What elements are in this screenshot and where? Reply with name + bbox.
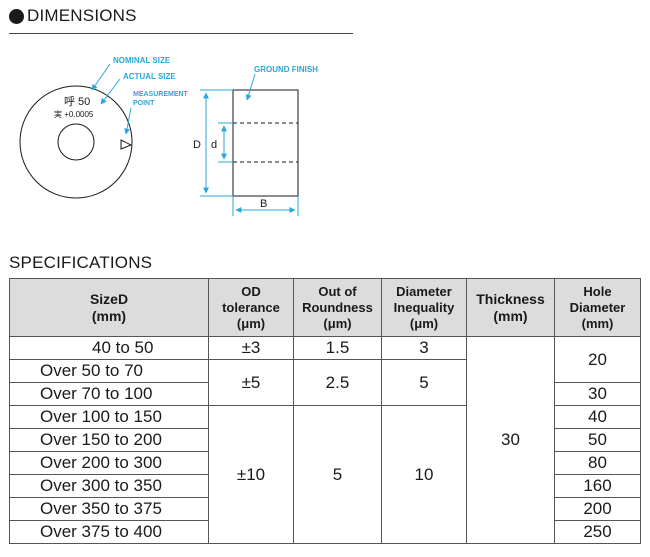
od-tolerance-cell: ±3 [208, 336, 294, 360]
measurement-point-label-2: POINT [133, 100, 155, 107]
size-cell: Over 300 to 350 [9, 474, 209, 498]
bullet-icon [9, 9, 24, 24]
table-row: 40 to 50 ±3 1.5 3 30 20 [9, 336, 641, 544]
ground-finish-label: GROUND FINISH [254, 65, 318, 74]
dimensions-title: DIMENSIONS [27, 6, 137, 25]
od-tolerance-cell: ±10 [208, 405, 294, 544]
size-cell: Over 70 to 100 [9, 382, 209, 406]
size-cell: Over 375 to 400 [9, 520, 209, 544]
disc-outer-circle [19, 85, 133, 199]
disc-side-view [232, 89, 299, 197]
hole-diameter-cell: 30 [554, 382, 641, 406]
diameter-inequality-cell: 3 [381, 336, 467, 360]
actual-size-label: ACTUAL SIZE [123, 72, 176, 81]
dimension-B-label: B [260, 198, 267, 210]
dimension-d-label: d [211, 139, 217, 151]
diameter-inequality-cell: 10 [381, 405, 467, 544]
measurement-point-label-1: MEASUREMENT [133, 91, 189, 98]
hole-diameter-cell: 80 [554, 451, 641, 475]
table-row: Over 200 to 300 80 [9, 451, 641, 475]
header-thickness: Thickness(mm) [466, 278, 555, 337]
disc-hole-circle [57, 123, 95, 161]
table-row: Over 375 to 400 250 [9, 520, 641, 544]
hole-diameter-cell: 160 [554, 474, 641, 498]
out-of-roundness-cell: 1.5 [293, 336, 382, 360]
hole-diameter-cell: 200 [554, 497, 641, 521]
table-row: Over 350 to 375 200 [9, 497, 641, 521]
table-row: Over 300 to 350 160 [9, 474, 641, 498]
out-of-roundness-cell: 2.5 [293, 359, 382, 406]
nominal-size-mark: 呼 50 [64, 95, 90, 108]
od-tolerance-cell: ±5 [208, 359, 294, 406]
section-divider [9, 33, 353, 34]
measurement-point-icon [120, 139, 133, 150]
dimensions-diagram: 呼 50 実 +0.0005 NOMINAL SIZE ACTUAL SIZE … [19, 56, 318, 216]
size-cell: 40 to 50 [9, 336, 209, 360]
table-row: Over 70 to 100 30 [9, 382, 641, 406]
table-row: Over 50 to 70 ±5 2.5 5 [9, 359, 641, 406]
hole-diameter-cell: 20 [554, 336, 641, 383]
size-cell: Over 150 to 200 [9, 428, 209, 452]
specifications-title: SPECIFICATIONS [9, 253, 153, 272]
size-cell: Over 350 to 375 [9, 497, 209, 521]
dimension-D-label: D [193, 139, 201, 151]
hole-diameter-cell: 250 [554, 520, 641, 544]
actual-size-mark: 実 +0.0005 [54, 109, 94, 119]
nominal-size-label: NOMINAL SIZE [113, 56, 171, 65]
diameter-inequality-cell: 5 [381, 359, 467, 406]
size-cell: Over 50 to 70 [9, 359, 209, 383]
hole-diameter-cell: 40 [554, 405, 641, 429]
hole-diameter-cell: 50 [554, 428, 641, 452]
thickness-cell: 30 [466, 336, 555, 544]
out-of-roundness-cell: 5 [293, 405, 382, 544]
size-cell: Over 100 to 150 [9, 405, 209, 429]
header-size: SizeD(mm) [9, 278, 209, 337]
table-row: Over 100 to 150 ±10 5 10 40 [9, 405, 641, 544]
table-row: Over 150 to 200 50 [9, 428, 641, 452]
size-cell: Over 200 to 300 [9, 451, 209, 475]
